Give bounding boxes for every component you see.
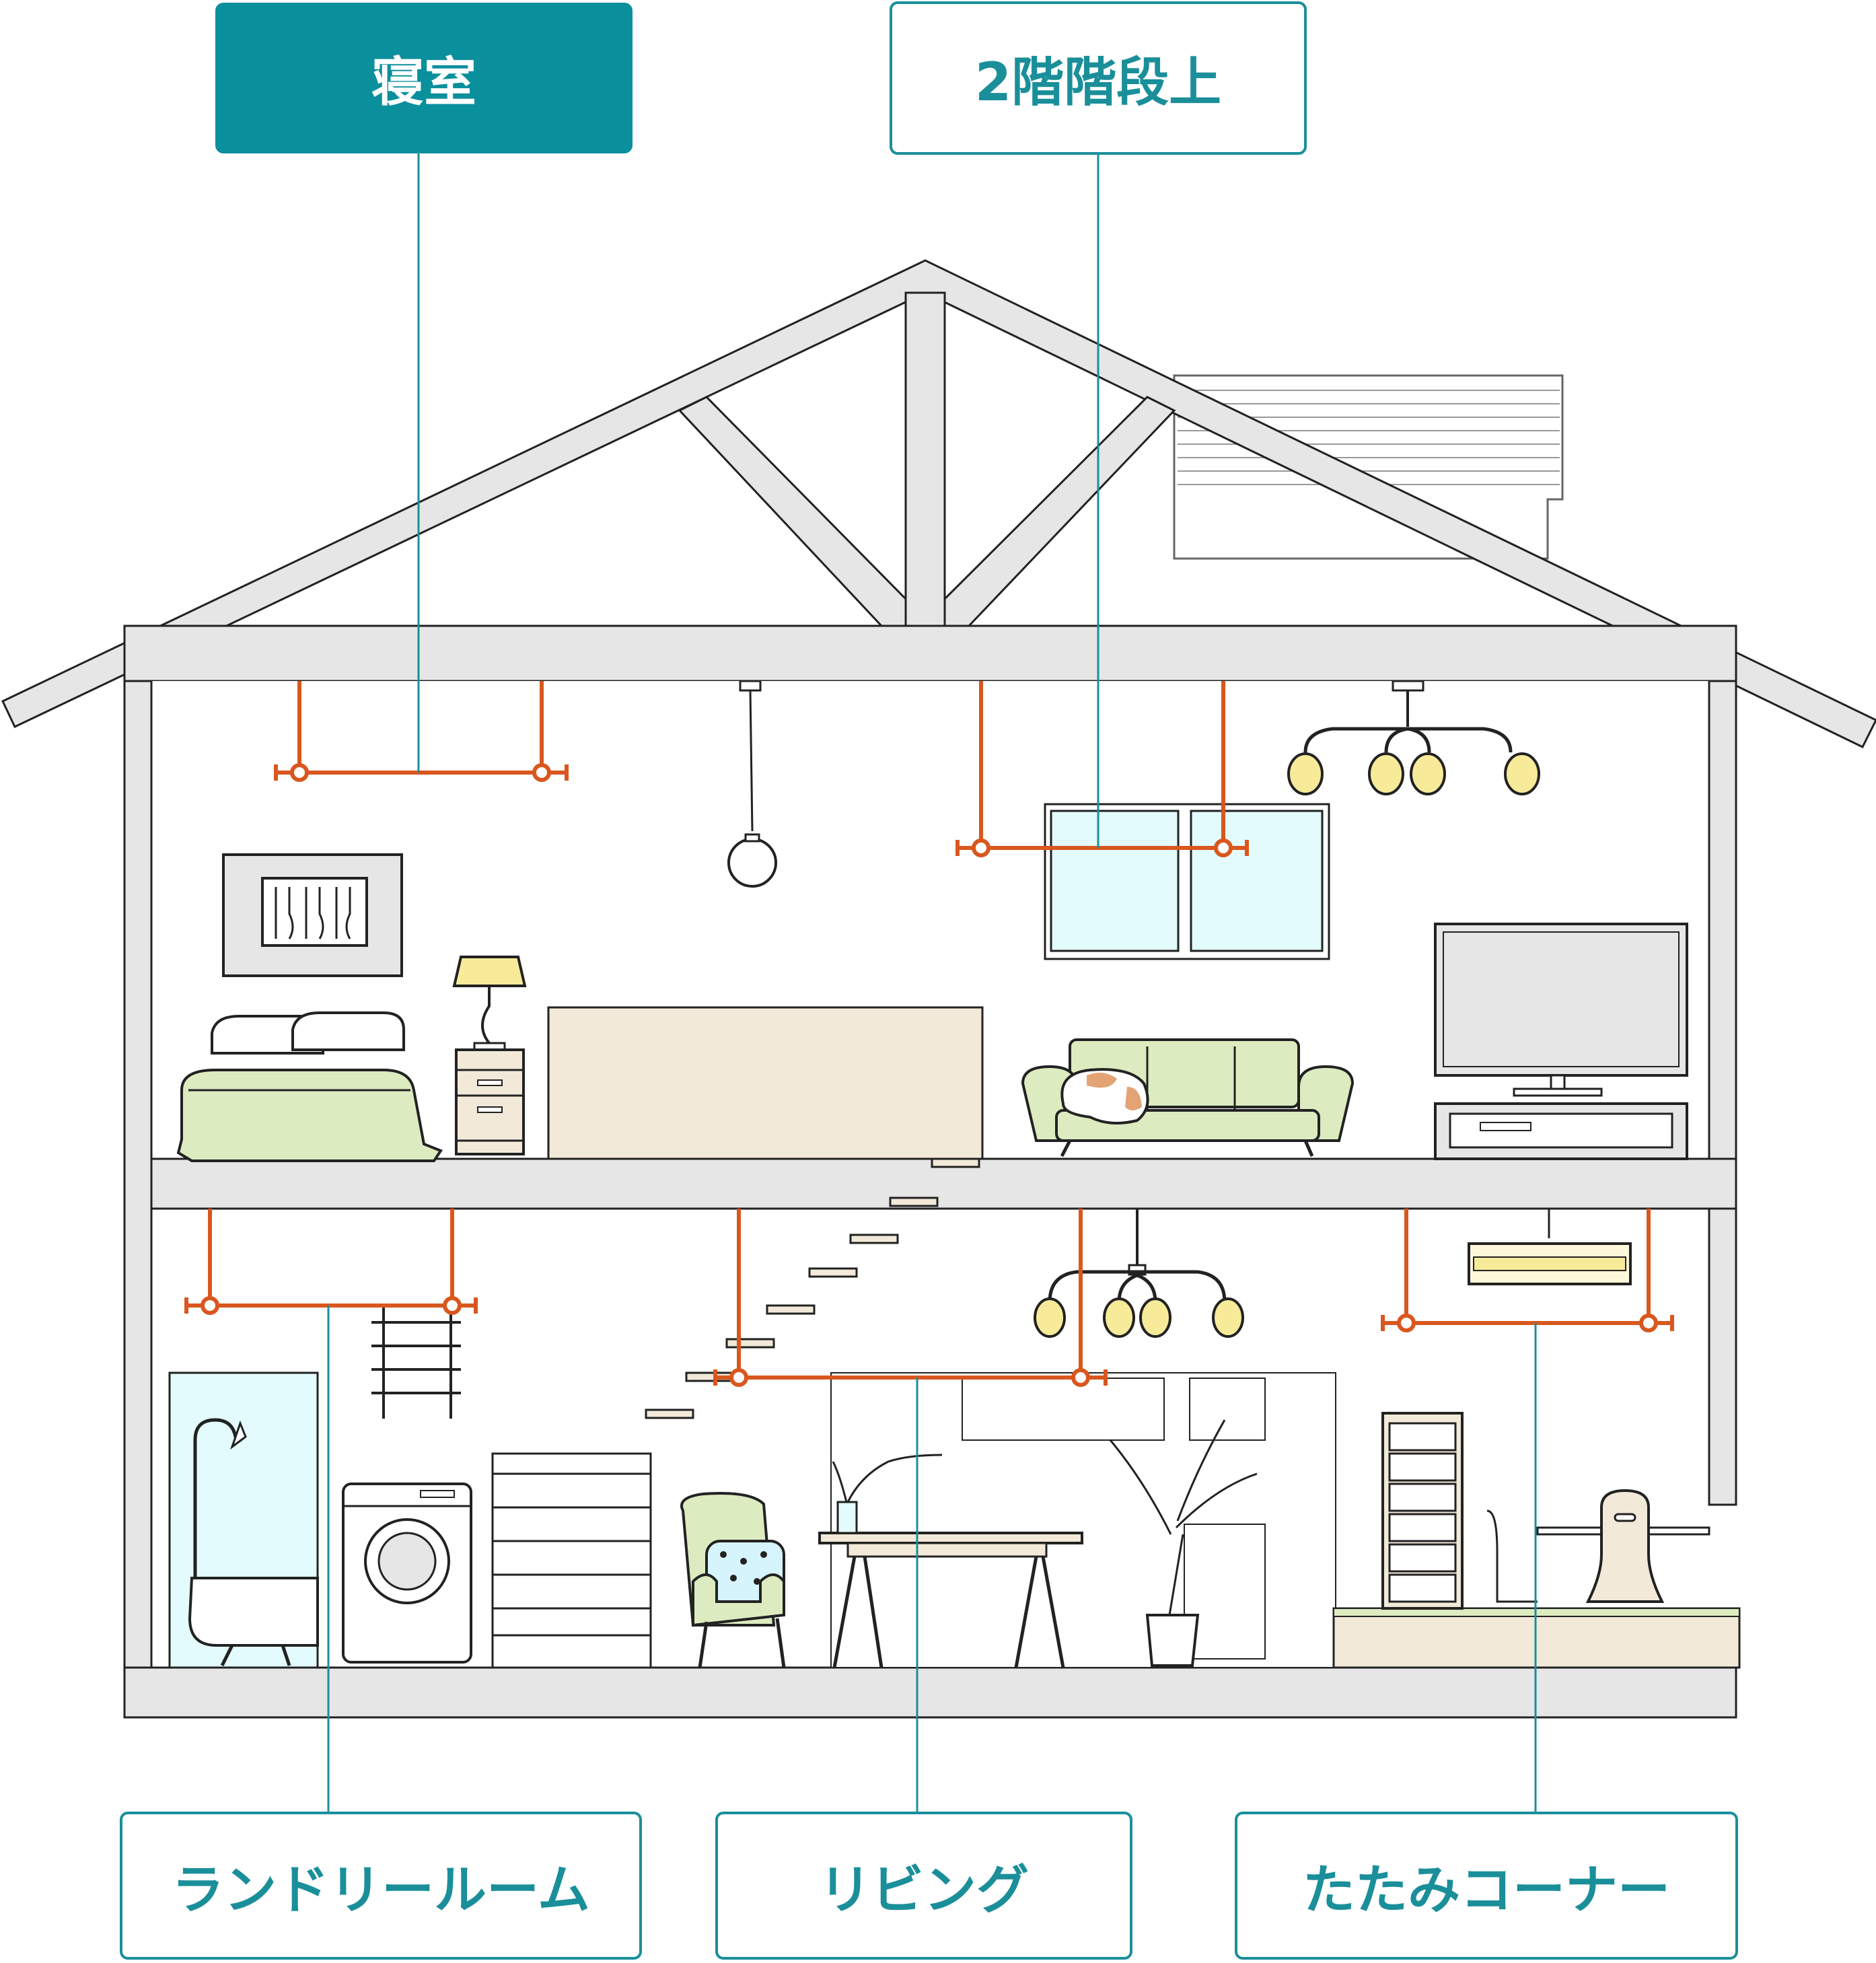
roof [1, 259, 1876, 748]
hanging-rails [184, 681, 1674, 1387]
table-lamp [452, 956, 527, 1052]
chest-of-drawers [1381, 1412, 1464, 1610]
leader-lines [327, 153, 1537, 1812]
chandelier-upper [1287, 680, 1540, 795]
wall-picture [222, 853, 403, 977]
tv-stand [1434, 1102, 1688, 1160]
upstairs-label-button[interactable]: 2階階段上 [890, 1, 1307, 155]
window [1044, 803, 1330, 960]
bed [176, 1011, 443, 1162]
desk-with-vase [818, 1454, 1083, 1668]
towel-ladder [371, 1306, 461, 1419]
bedroom-label-text: 寝室 [371, 52, 476, 113]
chandelier-lower [1034, 1209, 1244, 1338]
laundry-room-label-button[interactable]: ランドリールーム [120, 1812, 642, 1960]
kitchen [830, 1372, 1336, 1668]
bedroom-label-button[interactable]: 寝室 [215, 3, 633, 153]
bathtub [188, 1418, 319, 1667]
washing-machine [342, 1483, 472, 1664]
tatami-ceiling-light [1468, 1209, 1632, 1285]
living-label-button[interactable]: リビング [715, 1812, 1132, 1960]
tatami-corner-label-text: たたみコーナー [1302, 1860, 1670, 1921]
upstairs-label-text: 2階階段上 [974, 52, 1222, 113]
armchair [680, 1492, 786, 1668]
partition-wall [547, 1006, 984, 1160]
nightstand [455, 1048, 525, 1155]
under-stair-shelf [491, 1452, 652, 1669]
television [1434, 923, 1688, 1097]
low-table-and-chair [1486, 1489, 1710, 1603]
cat [1060, 1068, 1149, 1125]
neighbor-house-roof [1173, 374, 1564, 560]
tatami-corner-label-button[interactable]: たたみコーナー [1235, 1812, 1738, 1960]
living-label-text: リビング [818, 1860, 1029, 1921]
potted-palm [1109, 1419, 1258, 1667]
pendant-bulb [727, 680, 777, 888]
laundry-room-label-text: ランドリールーム [172, 1860, 590, 1921]
